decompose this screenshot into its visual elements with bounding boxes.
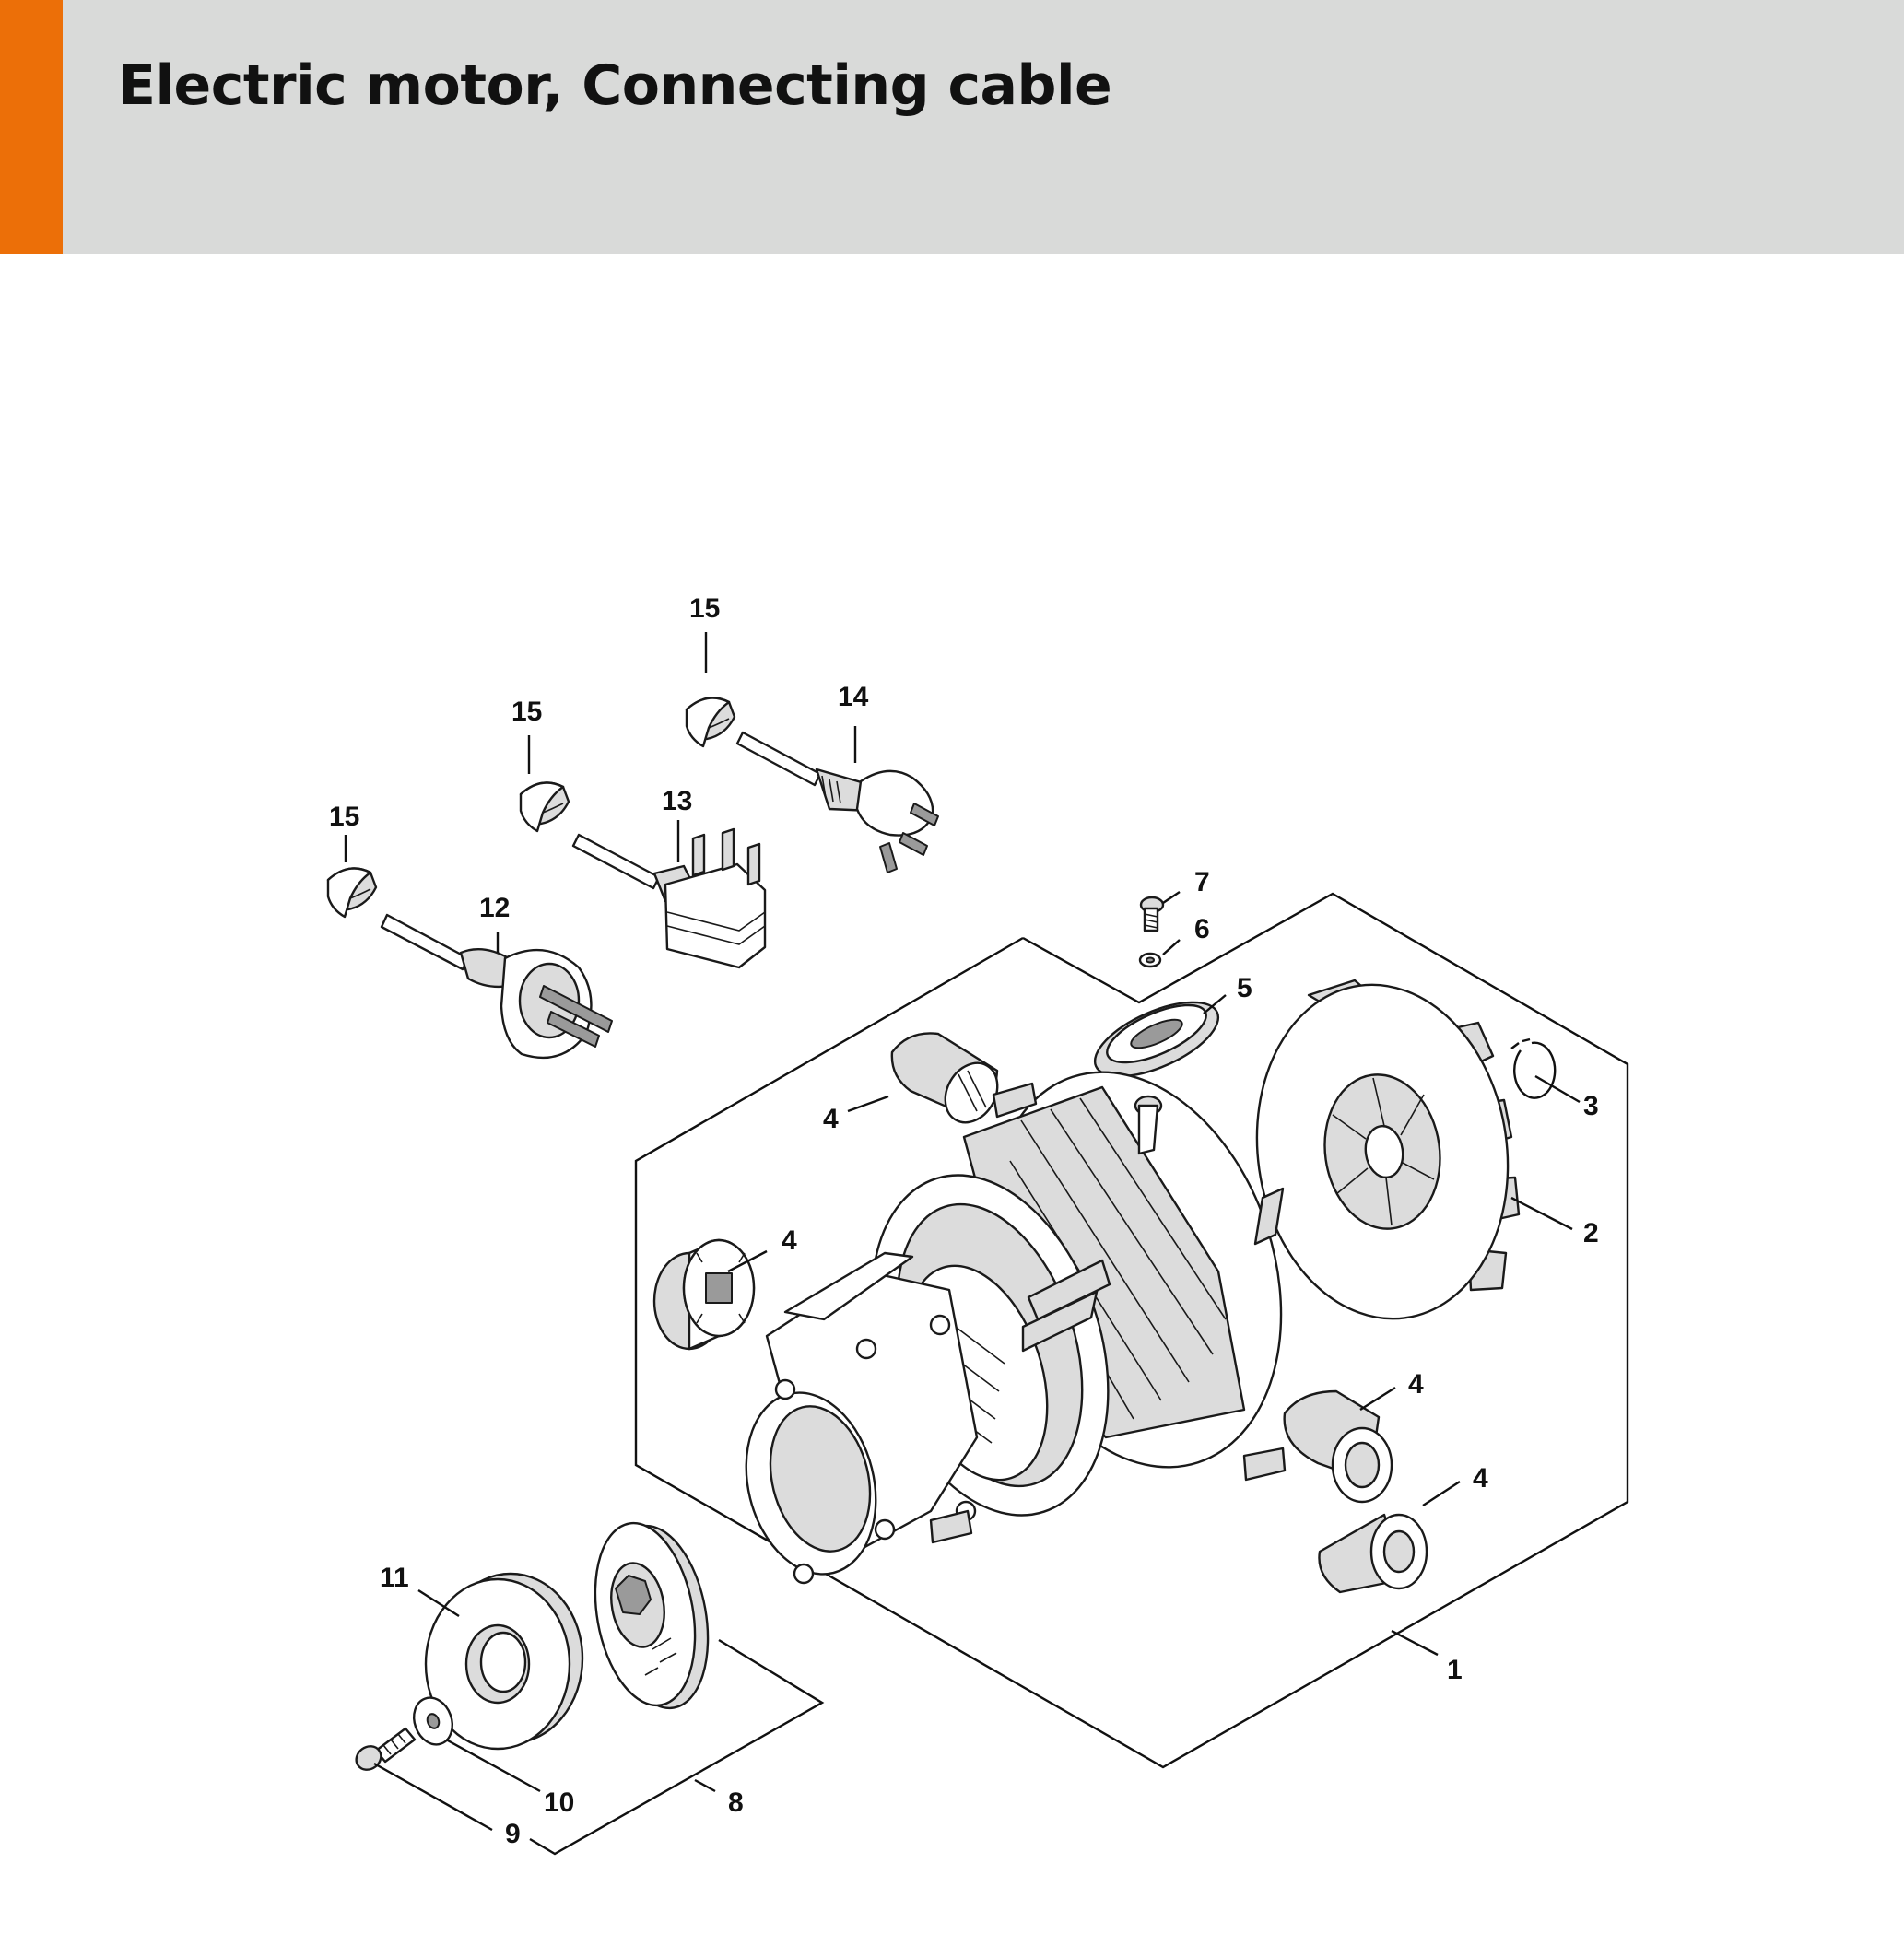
callout-5: 5 [1237,973,1252,1003]
bearing-cover-part-8 [594,1521,710,1710]
connecting-cable-part-13 [571,827,767,969]
callout-13: 13 [662,786,692,816]
cable-clip-part-15 [519,781,570,833]
shaft-seal-part-11 [424,1572,584,1751]
callout-4: 4 [823,1104,839,1134]
washer-part-6 [1138,952,1162,968]
callout-12: 12 [479,893,510,923]
callout-15: 15 [689,593,720,624]
callout-6: 6 [1194,914,1210,944]
cable-clip-part-15 [685,697,736,748]
assembly-bracket-1 [634,892,1629,1769]
callout-14: 14 [838,682,869,712]
callout-2: 2 [1583,1218,1599,1248]
callout-15: 15 [511,697,542,727]
callout-4: 4 [782,1225,797,1256]
page-header: Electric motor, Connecting cable [0,0,1904,254]
washer-part-10 [413,1696,453,1746]
assembly-bracket-8 [529,1638,825,1856]
header-accent-bar [0,0,63,254]
circlip-part-3 [1510,1037,1557,1099]
damper-part-4 [1283,1389,1393,1504]
damper-part-4 [652,1238,756,1351]
callout-4: 4 [1408,1369,1424,1400]
cable-clip-part-15 [326,867,378,919]
callout-10: 10 [544,1787,574,1818]
leader-lines [344,632,1581,1832]
grommet-part-5 [1093,1001,1220,1078]
callout-11: 11 [380,1563,409,1593]
electric-motor-part-1 [745,1071,1287,1585]
callout-15: 15 [329,802,359,832]
callout-4: 4 [1473,1463,1488,1494]
damper-part-4 [890,1032,999,1124]
connecting-cable-part-12 [380,913,613,1060]
callout-9: 9 [505,1819,521,1849]
page-title: Electric motor, Connecting cable [118,53,1112,118]
damper-part-4 [1318,1513,1428,1594]
callout-7: 7 [1194,867,1210,897]
callout-1: 1 [1447,1655,1463,1685]
fan-wheel-part-2 [1255,978,1521,1320]
callout-8: 8 [728,1787,744,1818]
callout-3: 3 [1583,1091,1599,1121]
connecting-cable-part-14 [735,731,939,873]
screw-part-7 [1139,896,1165,932]
callout-labels: 15 15 15 14 13 12 7 6 5 3 2 4 4 4 4 1 11… [329,593,1599,1849]
